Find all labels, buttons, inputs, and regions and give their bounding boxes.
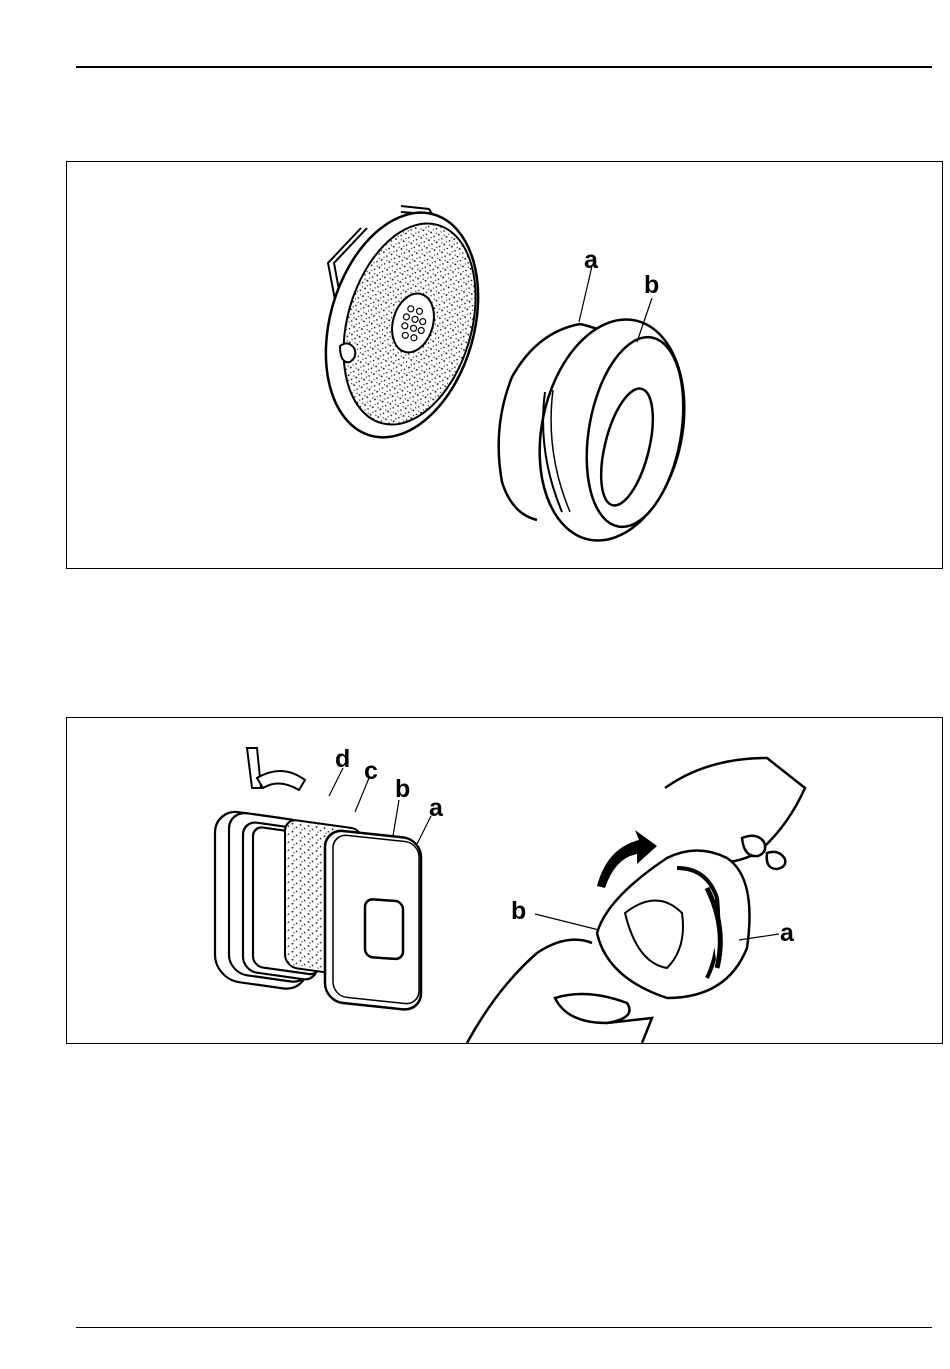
leader-a (579, 266, 592, 322)
ear-cup-illustration (67, 162, 942, 568)
footer-rule (76, 1327, 932, 1328)
label-a-hands: a (780, 921, 794, 946)
ear-cushion (499, 306, 704, 554)
label-a-exploded: a (429, 796, 443, 821)
figure-cushion-replacement: d c b a b a (66, 717, 943, 1044)
label-b-hands: b (511, 899, 526, 924)
label-a: a (584, 248, 598, 273)
label-b-exploded: b (395, 777, 410, 802)
ear-cup (301, 195, 503, 456)
header-rule (76, 66, 932, 68)
label-d: d (335, 747, 350, 772)
figure-ear-cup-and-cushion: a b (66, 161, 943, 569)
hinge (340, 343, 355, 362)
label-c: c (364, 759, 378, 784)
cushion-replacement-illustration (67, 718, 942, 1043)
label-b: b (644, 273, 659, 298)
headband-strap (247, 748, 305, 790)
cushion (325, 829, 421, 1011)
leader-hands-b (535, 914, 599, 930)
